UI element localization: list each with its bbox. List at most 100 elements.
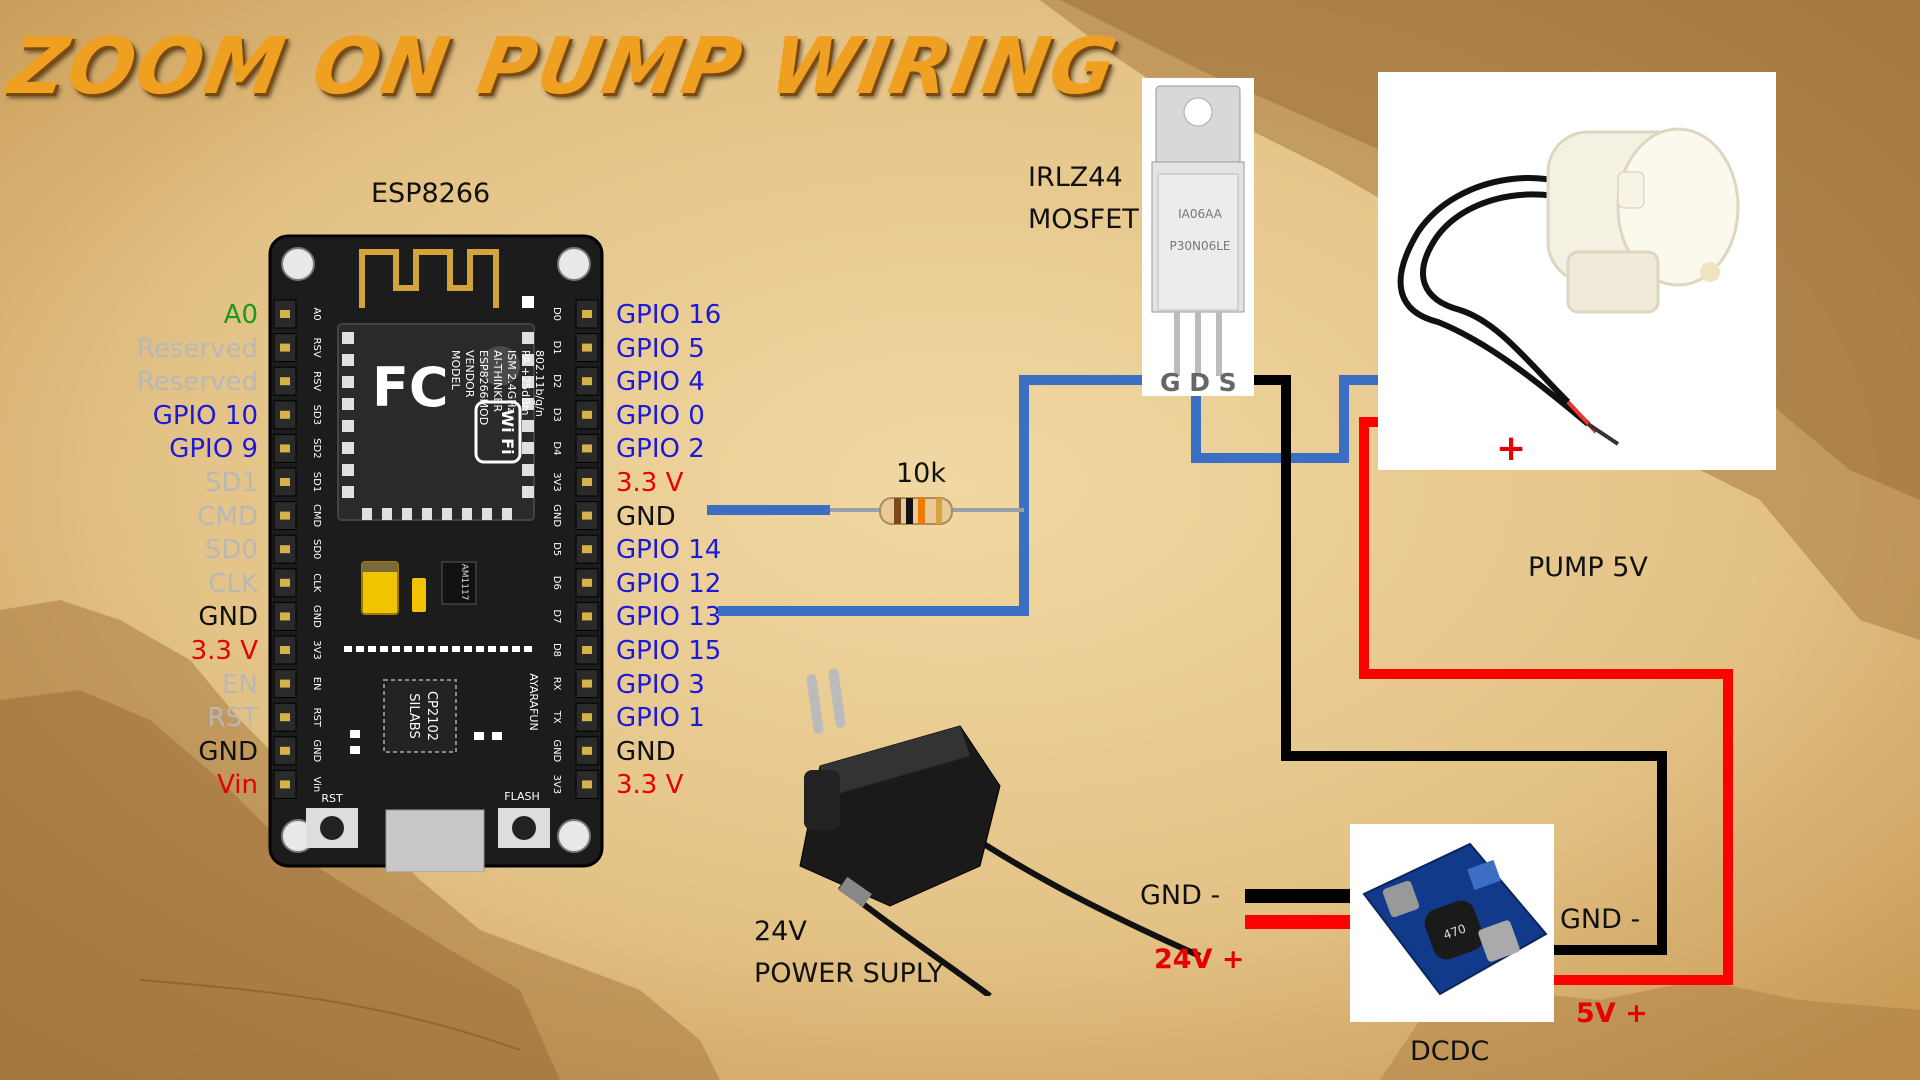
- pump-device: [1397, 127, 1740, 446]
- esp-right-pin-label: GND: [616, 736, 676, 767]
- left-silk-label: RSV: [311, 338, 322, 358]
- esp-left-pin-label: Vin: [217, 770, 258, 801]
- left-silk-label: RSV: [311, 371, 322, 391]
- usb-chip-text-1: SILABS: [406, 693, 421, 738]
- esp-right-pin-label: GPIO 14: [616, 535, 722, 566]
- right-silk-label: D3: [551, 408, 562, 422]
- esp-right-pin-label: GPIO 15: [616, 636, 722, 666]
- pin-header: [582, 578, 592, 587]
- right-silk-label: D0: [551, 307, 562, 321]
- esp-right-pin-label: GPIO 5: [616, 333, 705, 364]
- mosfet-chip-text-2: P30N06LE: [1169, 239, 1230, 253]
- resistor-label: 10k: [896, 458, 946, 489]
- mosfet-chip-text-1: IA06AA: [1178, 207, 1223, 221]
- right-silk-label: D2: [551, 374, 562, 388]
- pin-header: [280, 679, 290, 688]
- right-silk-label: D1: [551, 341, 562, 355]
- right-silk-label: D6: [551, 576, 562, 590]
- left-silk-label: RST: [311, 707, 322, 727]
- esp-right-pin-label: 3.3 V: [616, 468, 684, 498]
- esp-right-pin-label: GPIO 3: [616, 669, 705, 700]
- right-silk-label: D4: [551, 441, 562, 455]
- pump-plus-wire: [1359, 417, 1733, 985]
- esp-left-pin-label: SD0: [204, 535, 258, 566]
- esp-left-pin-label: GPIO 9: [169, 434, 258, 465]
- pump-label: PUMP 5V: [1528, 552, 1648, 583]
- esp-left-pin-label: GND: [198, 602, 258, 633]
- esp-left-pin-label: GND: [198, 736, 258, 767]
- gpio13-to-gate-wire: [718, 375, 1145, 616]
- esp-title: ESP8266: [371, 178, 491, 209]
- power-supply-line1: 24V: [754, 916, 807, 947]
- esp-right-pin-label: GPIO 12: [616, 568, 722, 599]
- esp-left-pin-label: EN: [222, 669, 258, 700]
- power-supply-line2: POWER SUPLY: [754, 958, 944, 989]
- pin-header: [582, 343, 592, 352]
- esp-left-pin-label: Reserved: [136, 367, 258, 398]
- esp-right-pin-label: GND: [616, 501, 676, 532]
- pin-header: [280, 343, 290, 352]
- usb-chip-text-2: CP2102: [424, 691, 439, 741]
- left-silk-label: SD3: [311, 405, 322, 425]
- mosfet-device: IA06AA P30N06LE: [1151, 85, 1245, 376]
- fc-mark: FC: [372, 356, 449, 419]
- mosfet-name-line2: MOSFET: [1028, 204, 1139, 235]
- rst-label: RST: [321, 792, 343, 805]
- esp-right-pin-label: GPIO 4: [616, 367, 705, 398]
- mosfet-pin-labels: G D S: [1160, 368, 1237, 397]
- pin-header: [280, 444, 290, 453]
- dcdc-label: DCDC: [1410, 1036, 1490, 1067]
- module-text-line: VENDOR: [463, 350, 476, 398]
- left-silk-label: CMD: [311, 504, 322, 528]
- resistor: [879, 497, 953, 525]
- pin-header: [582, 377, 592, 386]
- pin-header: [582, 612, 592, 621]
- pin-header: [280, 612, 290, 621]
- dcdc-module: 470: [1362, 842, 1548, 996]
- left-silk-label: SD2: [311, 438, 322, 458]
- left-silk-label: Vin: [311, 777, 322, 793]
- left-silk-label: GND: [311, 605, 322, 628]
- pin-header: [280, 746, 290, 755]
- pin-header: [582, 310, 592, 318]
- right-silk-label: 3V3: [551, 472, 562, 492]
- pin-header: [582, 444, 592, 453]
- module-text-line: PA +25dBm: [519, 350, 532, 415]
- pin-header: [582, 713, 592, 722]
- left-silk-label: A0: [311, 307, 322, 320]
- esp-left-pin-label: SD1: [204, 468, 258, 498]
- esp-left-pin-label: GPIO 10: [152, 400, 258, 431]
- esp-right-pin-label: GPIO 16: [616, 300, 722, 330]
- pin-header: [280, 780, 290, 789]
- pin-header: [280, 511, 290, 520]
- module-text-line: MODEL: [449, 350, 462, 391]
- pump-plus-mark: +: [1496, 428, 1527, 469]
- pin-header: [582, 511, 592, 520]
- pin-header: [280, 713, 290, 722]
- regulator-text: AM1117: [459, 564, 469, 601]
- module-text-line: ISM 2.4GHz: [505, 350, 518, 414]
- right-silk-label: D5: [551, 542, 562, 556]
- dcdc-out-gnd-label: GND -: [1560, 904, 1641, 935]
- left-silk-label: SD0: [311, 539, 322, 559]
- pin-header: [280, 410, 290, 419]
- esp-right-pin-label: GPIO 2: [616, 434, 705, 465]
- drain-to-pump-wire: [1191, 375, 1420, 463]
- pin-header: [582, 746, 592, 755]
- right-silk-label: D7: [551, 609, 562, 623]
- dcdc-in-gnd-label: GND -: [1140, 880, 1221, 911]
- left-silk-label: GND: [311, 739, 322, 762]
- right-silk-label: D8: [551, 643, 562, 657]
- pin-header: [582, 646, 592, 654]
- power-supply-adapter: [799, 668, 1202, 996]
- left-silk-label: CLK: [311, 573, 322, 593]
- dcdc-in-v-label: 24V +: [1154, 944, 1245, 975]
- esp-left-pin-label: CMD: [197, 501, 258, 532]
- right-silk-label: GND: [551, 504, 562, 527]
- pin-header: [582, 410, 592, 419]
- pin-header: [582, 679, 592, 688]
- pin-header: [280, 478, 290, 486]
